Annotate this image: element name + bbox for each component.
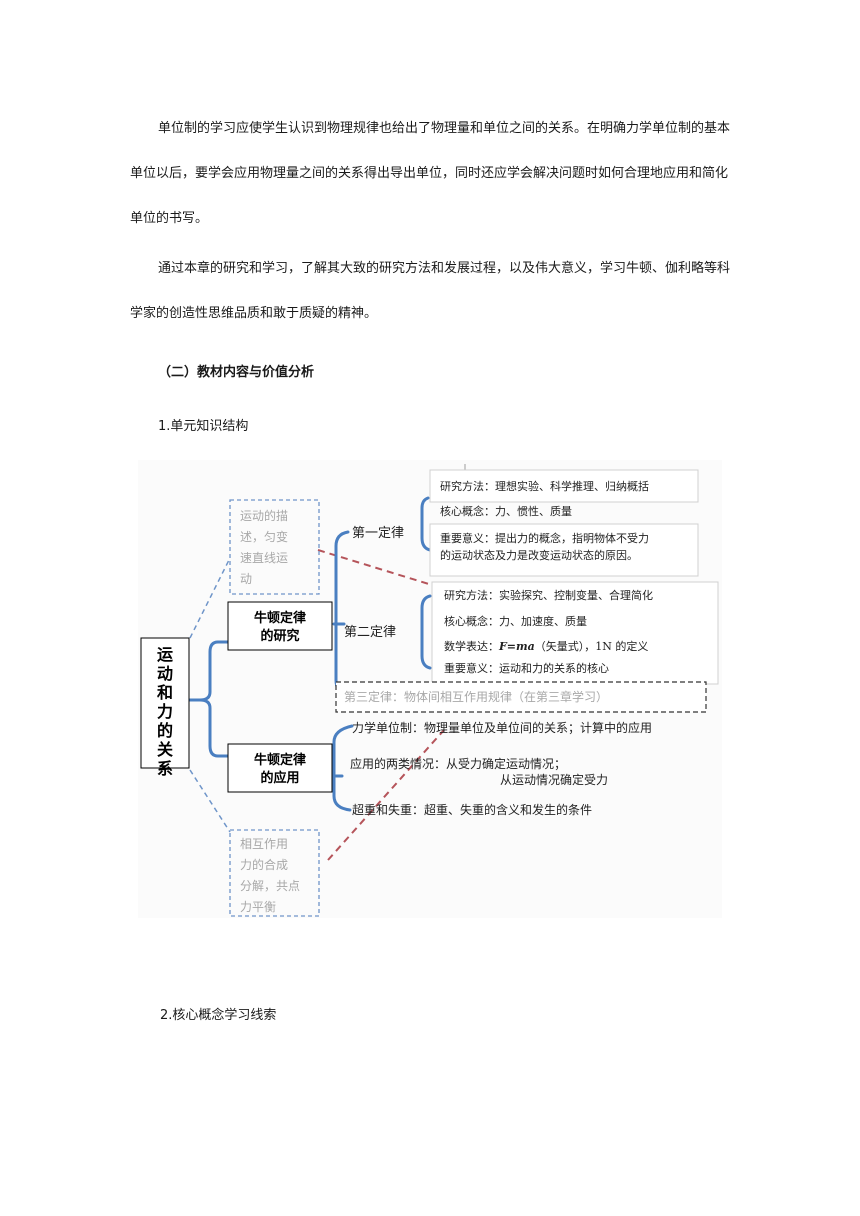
prereq-top-line: 动 (240, 572, 252, 586)
knowledge-structure-diagram: 运动和力的关系 牛顿定律的研究 牛顿定律的应用 运动的描述，匀变速直线运动 相互… (138, 460, 722, 918)
prereq-bottom-box (229, 829, 320, 917)
law2-concepts: 核心概念：力、加速度、质量 (444, 614, 587, 628)
prereq-bottom-line: 力平衡 (240, 900, 276, 914)
root-char-line: 和 (157, 683, 173, 702)
law2-significance: 重要意义：运动和力的关系的核心 (444, 661, 609, 675)
application-box (227, 743, 333, 793)
prereq-bottom-line: 分解，共点 (240, 879, 300, 893)
law1-bracket (420, 496, 432, 552)
root-char-line: 力 (157, 702, 173, 721)
root-char-line: 系 (157, 759, 173, 778)
law2-bracket (420, 594, 432, 670)
root-char-line: 动 (157, 664, 173, 683)
app-two-cases-line: 应用的两类情况：从受力确定运动情况； (350, 756, 566, 771)
app-two-cases: 应用的两类情况：从受力确定运动情况；从运动情况确定受力 (350, 756, 608, 787)
link-root-prereq-bottom (189, 769, 231, 833)
app-weight: 超重和失重：超重、失重的含义和发生的条件 (352, 802, 592, 817)
root-label: 运动和力的关系 (157, 645, 173, 778)
section-heading: （二）教材内容与价值分析 (158, 365, 315, 380)
root-char-line: 运 (157, 645, 173, 664)
paragraph-study: 通过本章的研究和学习，了解其大致的研究方法和发展过程，以及伟大意义，学习牛顿、伽… (130, 261, 731, 321)
law1-significance-line: 的运动状态及力是改变运动状态的原因。 (440, 548, 638, 562)
law1-concepts: 核心概念：力、惯性、质量 (440, 504, 572, 518)
law3-text: 第三定律：物体间相互作用规律（在第三章学习） (344, 689, 608, 704)
research-label: 牛顿定律的研究 (254, 610, 306, 644)
app-two-cases-line: 从运动情况确定受力 (500, 772, 608, 787)
root-char-line: 的 (157, 721, 173, 740)
root-box (140, 637, 190, 769)
paragraph-units: 单位制的学习应使学生认识到物理规律也给出了物理量和单位之间的关系。在明确力学单位… (130, 121, 731, 226)
application-bracket (332, 724, 354, 812)
law1-significance-box (429, 523, 699, 577)
root-char-line: 关 (157, 740, 173, 759)
prereq-bottom-line: 力的合成 (240, 857, 288, 872)
law2-label: 第二定律 (344, 625, 396, 640)
law1-label: 第一定律 (352, 526, 404, 541)
root-bracket (198, 640, 230, 758)
application-label: 牛顿定律的应用 (254, 752, 306, 786)
research-label-line: 的研究 (260, 628, 299, 644)
link-line-bottom (327, 729, 445, 861)
law3-box (335, 681, 707, 713)
prereq-top-box (229, 499, 320, 595)
prereq-top-line: 运动的描 (240, 508, 288, 523)
prereq-bottom-text: 相互作用力的合成分解，共点力平衡 (240, 837, 300, 914)
law1-box-tab (464, 464, 466, 472)
law1-significance-line: 重要意义：提出力的概念，指明物体不受力 (440, 531, 649, 545)
research-label-line: 牛顿定律 (254, 610, 306, 626)
application-label-line: 的应用 (260, 770, 299, 786)
app-units: 力学单位制：物理量单位及单位间的关系；计算中的应用 (352, 720, 652, 735)
prereq-top-line: 速直线运 (240, 551, 288, 565)
law1-significance: 重要意义：提出力的概念，指明物体不受力的运动状态及力是改变运动状态的原因。 (440, 531, 649, 562)
application-label-line: 牛顿定律 (254, 752, 306, 768)
law2-method: 研究方法：实验探究、控制变量、合理简化 (444, 588, 653, 602)
prereq-bottom-line: 相互作用 (240, 837, 288, 851)
link-root-prereq-top (189, 557, 231, 639)
prereq-top-line: 述，匀变 (240, 529, 288, 544)
law2-expression: 数学表达：F=ma（矢量式），1N 的定义 (444, 639, 648, 653)
prereq-top-text: 运动的描述，匀变速直线运动 (240, 508, 288, 586)
subheading-knowledge-structure: 1.单元知识结构 (158, 419, 249, 434)
law2-detail-box (431, 581, 719, 685)
research-box (227, 601, 333, 651)
law1-method: 研究方法：理想实验、科学推理、归纳概括 (440, 479, 649, 493)
law1-method-box (429, 469, 699, 503)
subheading-core-concepts: 2.核心概念学习线索 (160, 1008, 277, 1023)
